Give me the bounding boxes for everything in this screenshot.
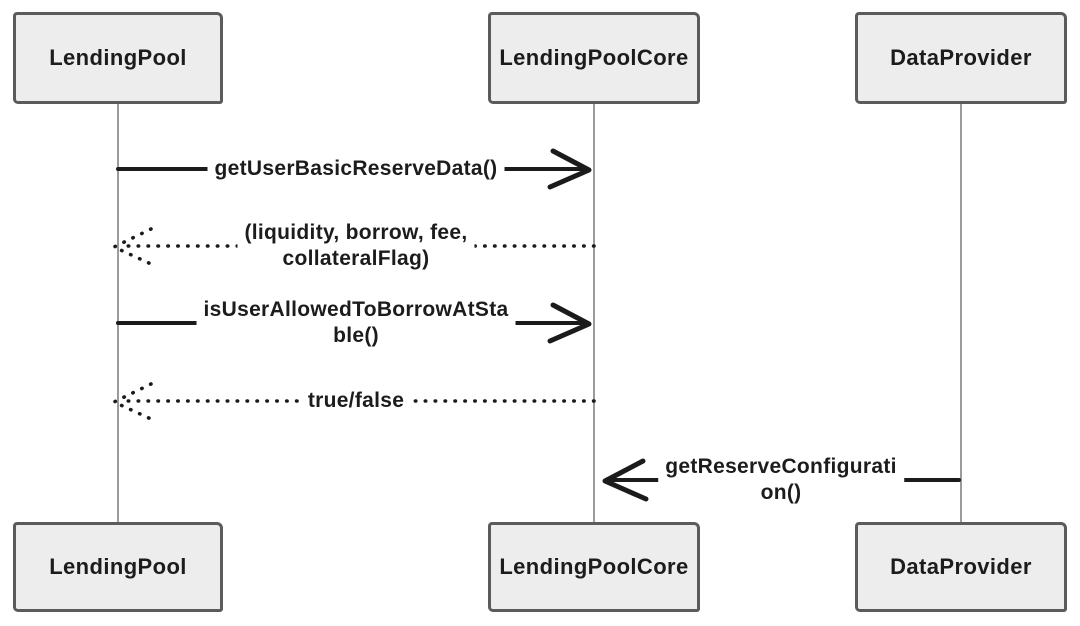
actor-label: DataProvider [890,45,1032,70]
arrowhead-right-icon [547,302,592,344]
message-text: on() [760,481,802,504]
actor-label: LendingPool [49,45,187,70]
actor-bottom-lendingpool: LendingPool [13,522,223,612]
actor-label: DataProvider [890,554,1032,579]
actor-bottom-dataprovider: DataProvider [855,522,1067,612]
message-label-3: isUserAllowedToBorrowAtSta ble() [196,295,516,351]
message-text: isUserAllowedToBorrowAtSta [203,297,509,321]
message-label-2: (liquidity, borrow, fee, collateralFlag) [237,218,475,274]
message-text: getUserBasicReserveData() [214,156,498,180]
actor-top-lendingpoolcore: LendingPoolCore [488,12,700,104]
actor-label: LendingPool [49,554,187,579]
arrowhead-right-icon [547,148,592,190]
actor-top-dataprovider: DataProvider [855,12,1067,104]
actor-bottom-lendingpoolcore: LendingPoolCore [488,522,700,612]
message-label-1: getUserBasicReserveData() [207,154,505,184]
message-text: ble() [333,324,379,347]
actor-top-lendingpool: LendingPool [13,12,223,104]
message-text: (liquidity, borrow, fee, [244,220,468,244]
message-label-4: true/false [300,386,412,416]
message-text: getReserveConfigurati [665,454,897,478]
message-label-5: getReserveConfigurati on() [658,452,904,508]
dotted-arrowhead-left-icon [109,382,153,421]
actor-label: LendingPoolCore [499,554,689,579]
message-text: collateralFlag) [282,247,430,270]
actor-label: LendingPoolCore [499,45,689,70]
dotted-arrowhead-left-icon [109,227,153,266]
message-text: true/false [307,388,405,412]
arrowhead-left-icon [602,458,649,502]
